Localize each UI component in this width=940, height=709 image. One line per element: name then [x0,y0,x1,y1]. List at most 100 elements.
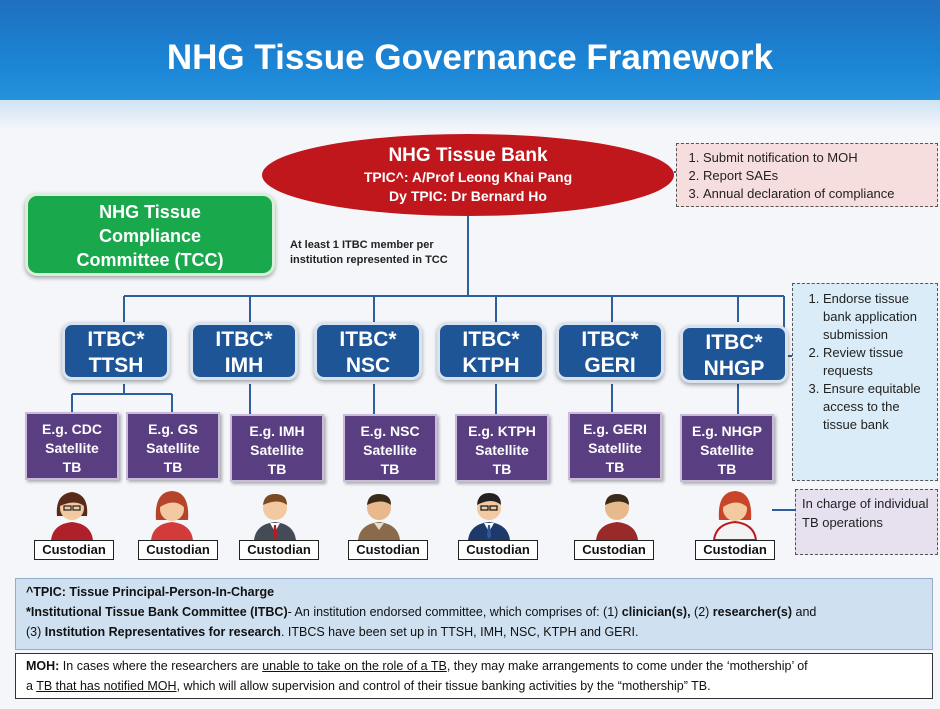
satellite-tb-gs: E.g. GS Satellite TB [126,412,220,480]
tpic-definition: ^TPIC: Tissue Principal-Person-In-Charge [26,585,275,599]
itbc-label: ITBC* [87,328,145,351]
male-custodian-icon [358,494,400,540]
tb-line: Satellite [250,442,304,458]
bank-duty-item: Annual declaration of compliance [703,185,937,203]
tb-line: Satellite [588,440,642,456]
tissue-bank-node: NHG Tissue Bank TPIC^: A/Prof Leong Khai… [262,134,674,216]
tb-line: TB [717,461,737,477]
satellite-tb-imh: E.g. IMH Satellite TB [230,414,324,482]
moh-underline: TB that has notified MOH [36,679,177,693]
moh-text: In cases where the researchers are [59,659,263,673]
header-decoration [0,100,940,130]
tb-line: E.g. IMH [249,423,305,439]
def-text: (2) [690,605,713,619]
tcc-note: At least 1 ITBC member per institution r… [290,238,490,268]
tb-line: TB [163,459,183,475]
definitions-box: ^TPIC: Tissue Principal-Person-In-Charge… [15,578,933,650]
itbc-label: ITBC* [705,331,763,354]
moh-line: a TB that has notified MOH, which will a… [26,676,922,696]
itbc-node-ktph: ITBC* KTPH [437,322,545,380]
itbc-label: ITBC* [581,328,639,351]
itbc-duty-item: Ensure equitable access to the tissue ba… [823,380,933,434]
tissue-bank-name: NHG Tissue Bank [388,145,548,166]
itbc-duty-item: Review tissue requests [823,344,933,380]
header-banner [0,0,940,112]
moh-line: MOH: In cases where the researchers are … [26,656,922,676]
tb-line: TB [267,461,287,477]
male-custodian-icon [254,494,296,540]
def-text: - An institution endorsed committee, whi… [287,605,622,619]
custodian-note: In charge of individual TB operations [795,489,938,555]
custodian-label: Custodian [574,540,654,560]
itbc-definition-cont: (3) Institution Representatives for rese… [26,622,922,642]
itbc-duties-note: Endorse tissue bank application submissi… [792,283,938,481]
custodian-label: Custodian [239,540,319,560]
custodian-label: Custodian [458,540,538,560]
custodian-label: Custodian [695,540,775,560]
itbc-node-ttsh: ITBC* TTSH [62,322,170,380]
itbc-label: ITBC* [462,328,520,351]
def-text: and [792,605,817,619]
satellite-tb-cdc: E.g. CDC Satellite TB [25,412,119,480]
moh-text: a [26,679,37,693]
def-text: (3) [26,625,45,639]
tb-line: Satellite [45,440,99,456]
tb-line: E.g. KTPH [468,423,536,439]
itbc-duty-item: Endorse tissue bank application submissi… [823,290,933,344]
tcc-node: NHG Tissue Compliance Committee (TCC) [25,193,275,276]
satellite-tb-ktph: E.g. KTPH Satellite TB [455,414,549,482]
itbc-institution: GERI [584,354,636,377]
tb-line: TB [605,459,625,475]
male-custodian-icon [468,493,510,540]
tb-line: E.g. GERI [583,421,647,437]
female-custodian-icon [151,491,193,540]
itbc-institution: NHGP [703,357,765,380]
satellite-tb-nhgp: E.g. NHGP Satellite TB [680,414,774,482]
itbc-institution: IMH [224,354,264,377]
itbc-label: ITBC* [339,328,397,351]
custodian-label: Custodian [138,540,218,560]
tb-line: E.g. NHGP [691,423,762,439]
moh-underline: unable to take on the role of a TB [262,659,447,673]
tb-line: E.g. CDC [42,421,102,437]
itbc-institution: KTPH [462,354,520,377]
itbc-institution: NSC [345,354,391,377]
tb-line: Satellite [700,442,754,458]
tb-line: Satellite [475,442,529,458]
tcc-note-line: institution represented in TCC [290,254,448,266]
tb-line: Satellite [363,442,417,458]
female-custodian-icon [51,492,93,540]
tb-line: TB [380,461,400,477]
tb-line: TB [62,459,82,475]
def-bold: Institution Representatives for research [44,625,281,639]
bank-duties-note: Submit notification to MOH Report SAEs A… [676,143,938,207]
tissue-bank-tpic: TPIC^: A/Prof Leong Khai Pang [363,169,573,185]
moh-note-box: MOH: In cases where the researchers are … [15,653,933,699]
custodian-label: Custodian [34,540,114,560]
custodian-label: Custodian [348,540,428,560]
male-custodian-icon [596,494,638,540]
def-bold: researcher(s) [712,605,793,619]
tcc-note-line: At least 1 ITBC member per [290,239,434,251]
satellite-tb-nsc: E.g. NSC Satellite TB [343,414,437,482]
bank-duty-item: Report SAEs [703,167,937,185]
tcc-line: Compliance [98,226,202,246]
def-text: . ITBCS have been set up in TTSH, IMH, N… [280,625,639,639]
female-custodian-icon [712,491,758,540]
itbc-institution: TTSH [88,354,144,377]
tb-line: TB [492,461,512,477]
tb-line: E.g. NSC [360,423,420,439]
tb-line: Satellite [146,440,200,456]
tb-line: E.g. GS [148,421,198,437]
tissue-bank-dy-tpic: Dy TPIC: Dr Bernard Ho [389,188,547,204]
itbc-term: *Institutional Tissue Bank Committee (IT… [26,605,288,619]
itbc-definition: *Institutional Tissue Bank Committee (IT… [26,602,922,622]
tcc-line: NHG Tissue [99,202,201,222]
satellite-tb-geri: E.g. GERI Satellite TB [568,412,662,480]
moh-text: , they may make arrangements to come und… [446,659,808,673]
itbc-node-nhgp: ITBC* NHGP [680,325,788,383]
itbc-label: ITBC* [215,328,273,351]
def-bold: clinician(s), [621,605,691,619]
itbc-node-geri: ITBC* GERI [556,322,664,380]
tcc-line: Committee (TCC) [76,250,224,270]
